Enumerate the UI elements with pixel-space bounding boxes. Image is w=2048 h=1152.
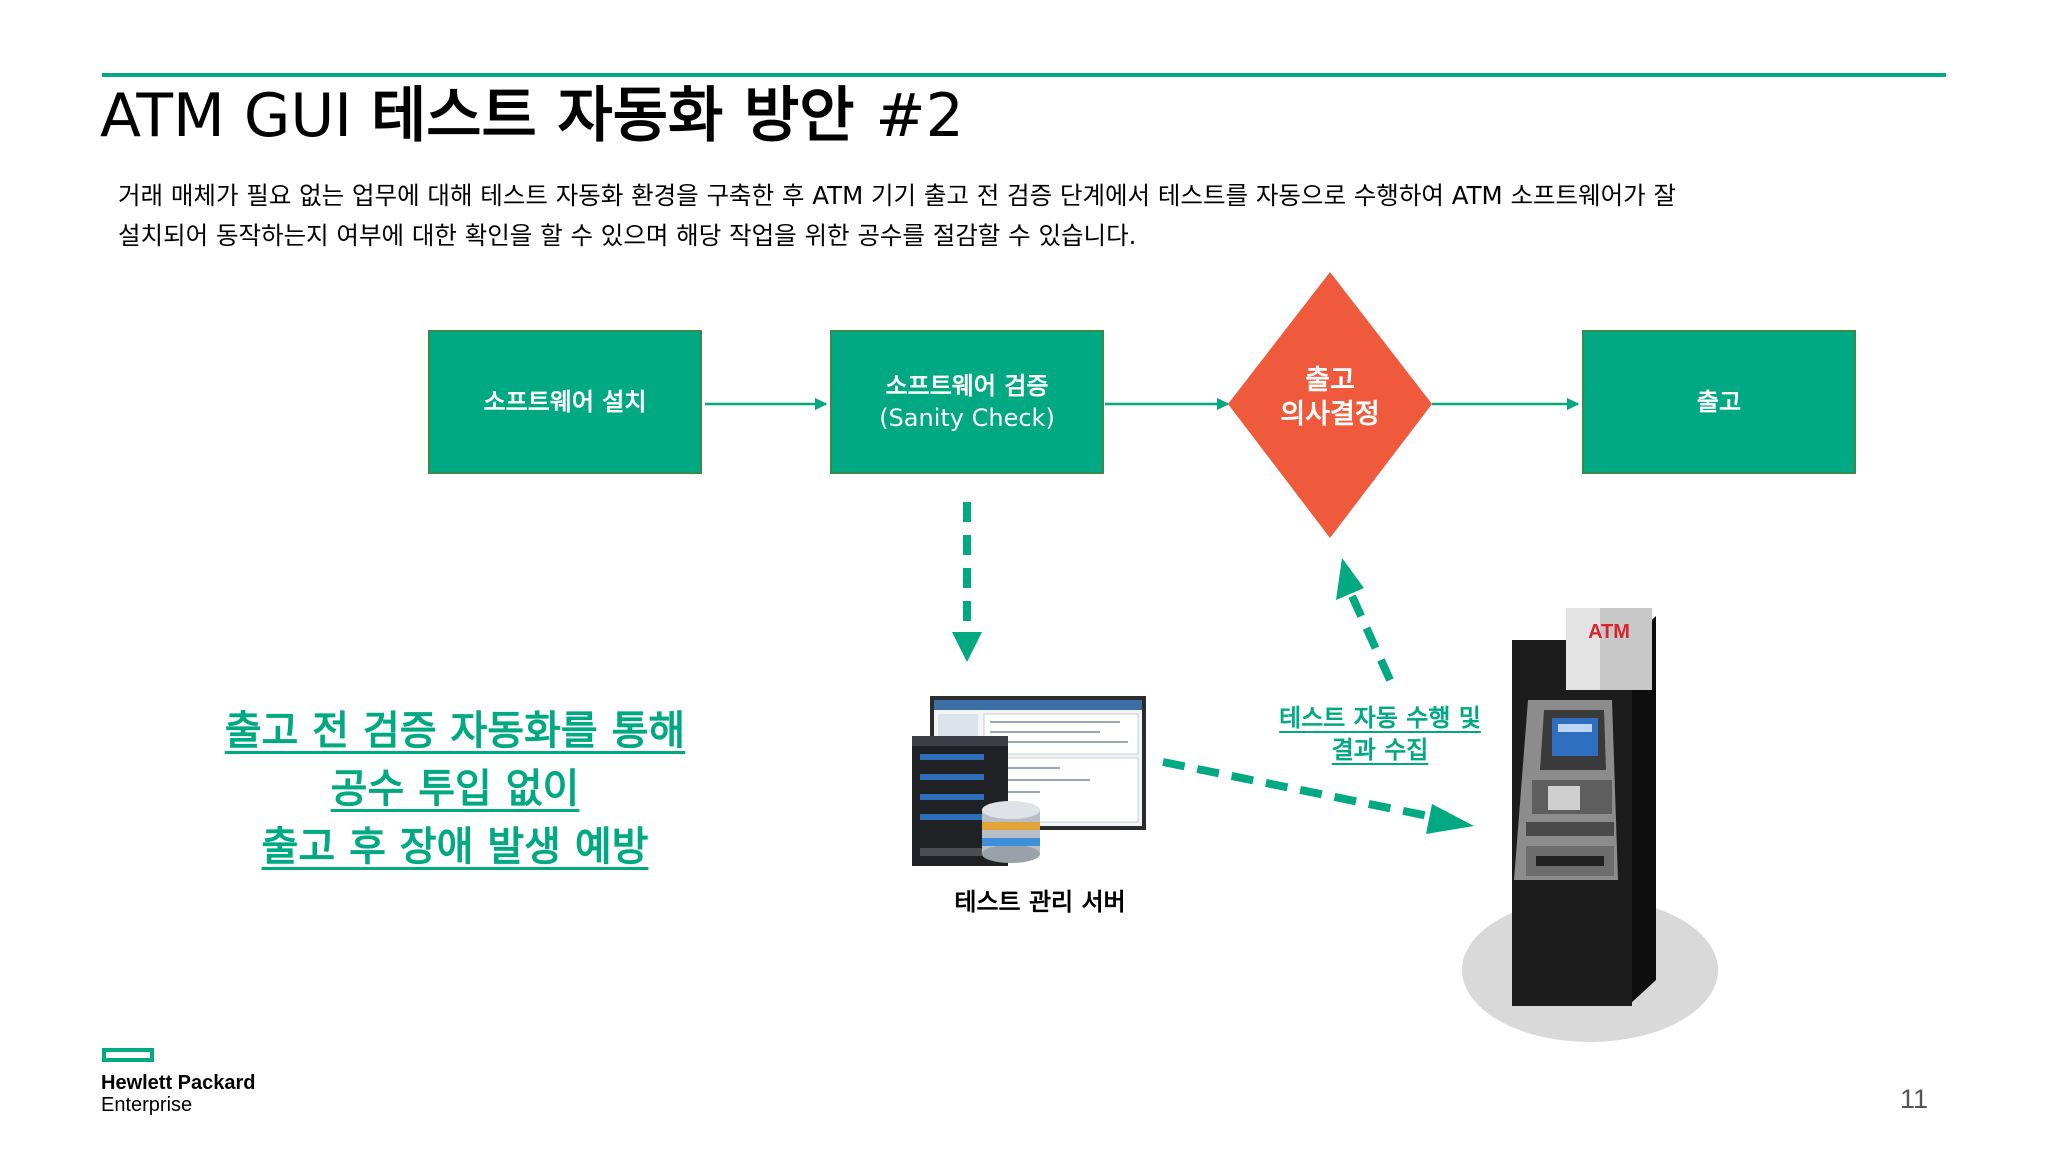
hpe-logo-line-1: Hewlett Packard [101, 1072, 256, 1094]
highlight-message: 출고 전 검증 자동화를 통해 공수 투입 없이 출고 후 장애 발생 예방 [170, 702, 740, 876]
server-illustration [912, 696, 1146, 866]
highlight-line-1: 출고 전 검증 자동화를 통해 [224, 708, 686, 754]
atm-body-side [1630, 616, 1656, 1004]
collect-label-line-1: 테스트 자동 수행 및 [1279, 704, 1481, 732]
title-suffix: #2 [875, 81, 964, 151]
decision-label-line-2: 의사결정 [1280, 399, 1380, 430]
collect-label-line-2: 결과 수집 [1331, 736, 1429, 764]
step-verify-sublabel: (Sanity Check) [879, 404, 1055, 432]
step-software-install: 소프트웨어 설치 [428, 330, 702, 474]
decision-diamond [1228, 272, 1432, 538]
arrowhead-to-atm [1426, 804, 1474, 834]
decision-label: 출고 의사결정 [1240, 364, 1420, 432]
hpe-logo-line-2: Enterprise [101, 1094, 193, 1116]
page-number: 11 [1900, 1084, 1929, 1114]
atm-illustration: ATM [1462, 608, 1718, 1042]
step-software-verify: 소프트웨어 검증 (Sanity Check) [830, 330, 1104, 474]
decision-label-line-1: 출고 [1305, 365, 1355, 396]
atm-sign: ATM [1588, 621, 1630, 643]
step-release-label: 출고 [1696, 388, 1742, 416]
highlight-line-2: 공수 투입 없이 [330, 766, 580, 812]
server-label: 테스트 관리 서버 [954, 888, 1126, 916]
title-prefix: ATM GUI [100, 81, 372, 151]
step-verify-label: 소프트웨어 검증 [885, 372, 1049, 400]
arrowhead-down [952, 632, 982, 662]
arrow-atm-to-decision [1348, 594, 1394, 682]
title-main: 테스트 자동화 방안 [371, 81, 876, 151]
description: 거래 매체가 필요 없는 업무에 대해 테스트 자동화 환경을 구축한 후 AT… [118, 176, 1898, 256]
step-install-label: 소프트웨어 설치 [483, 388, 647, 416]
atm-screen [1552, 718, 1598, 756]
database-icon [982, 801, 1040, 863]
description-line-1: 거래 매체가 필요 없는 업무에 대해 테스트 자동화 환경을 구축한 후 AT… [118, 181, 1677, 210]
highlight-line-3: 출고 후 장애 발생 예방 [261, 824, 649, 870]
arrowhead-up [1336, 558, 1364, 600]
description-line-2: 설치되어 동작하는지 여부에 대한 확인을 할 수 있으며 해당 작업을 위한 … [118, 221, 1137, 250]
arrow-server-to-atm [1162, 758, 1439, 822]
top-rule [102, 73, 1946, 77]
collect-label: 테스트 자동 수행 및 결과 수집 [1250, 702, 1510, 766]
atm-keypad [1548, 786, 1580, 810]
hpe-logo-text: Hewlett Packard Enterprise [101, 1072, 256, 1116]
slide-title: ATM GUI 테스트 자동화 방안 #2 [100, 80, 964, 152]
step-release: 출고 [1582, 330, 1856, 474]
hpe-logo-icon [102, 1048, 154, 1062]
